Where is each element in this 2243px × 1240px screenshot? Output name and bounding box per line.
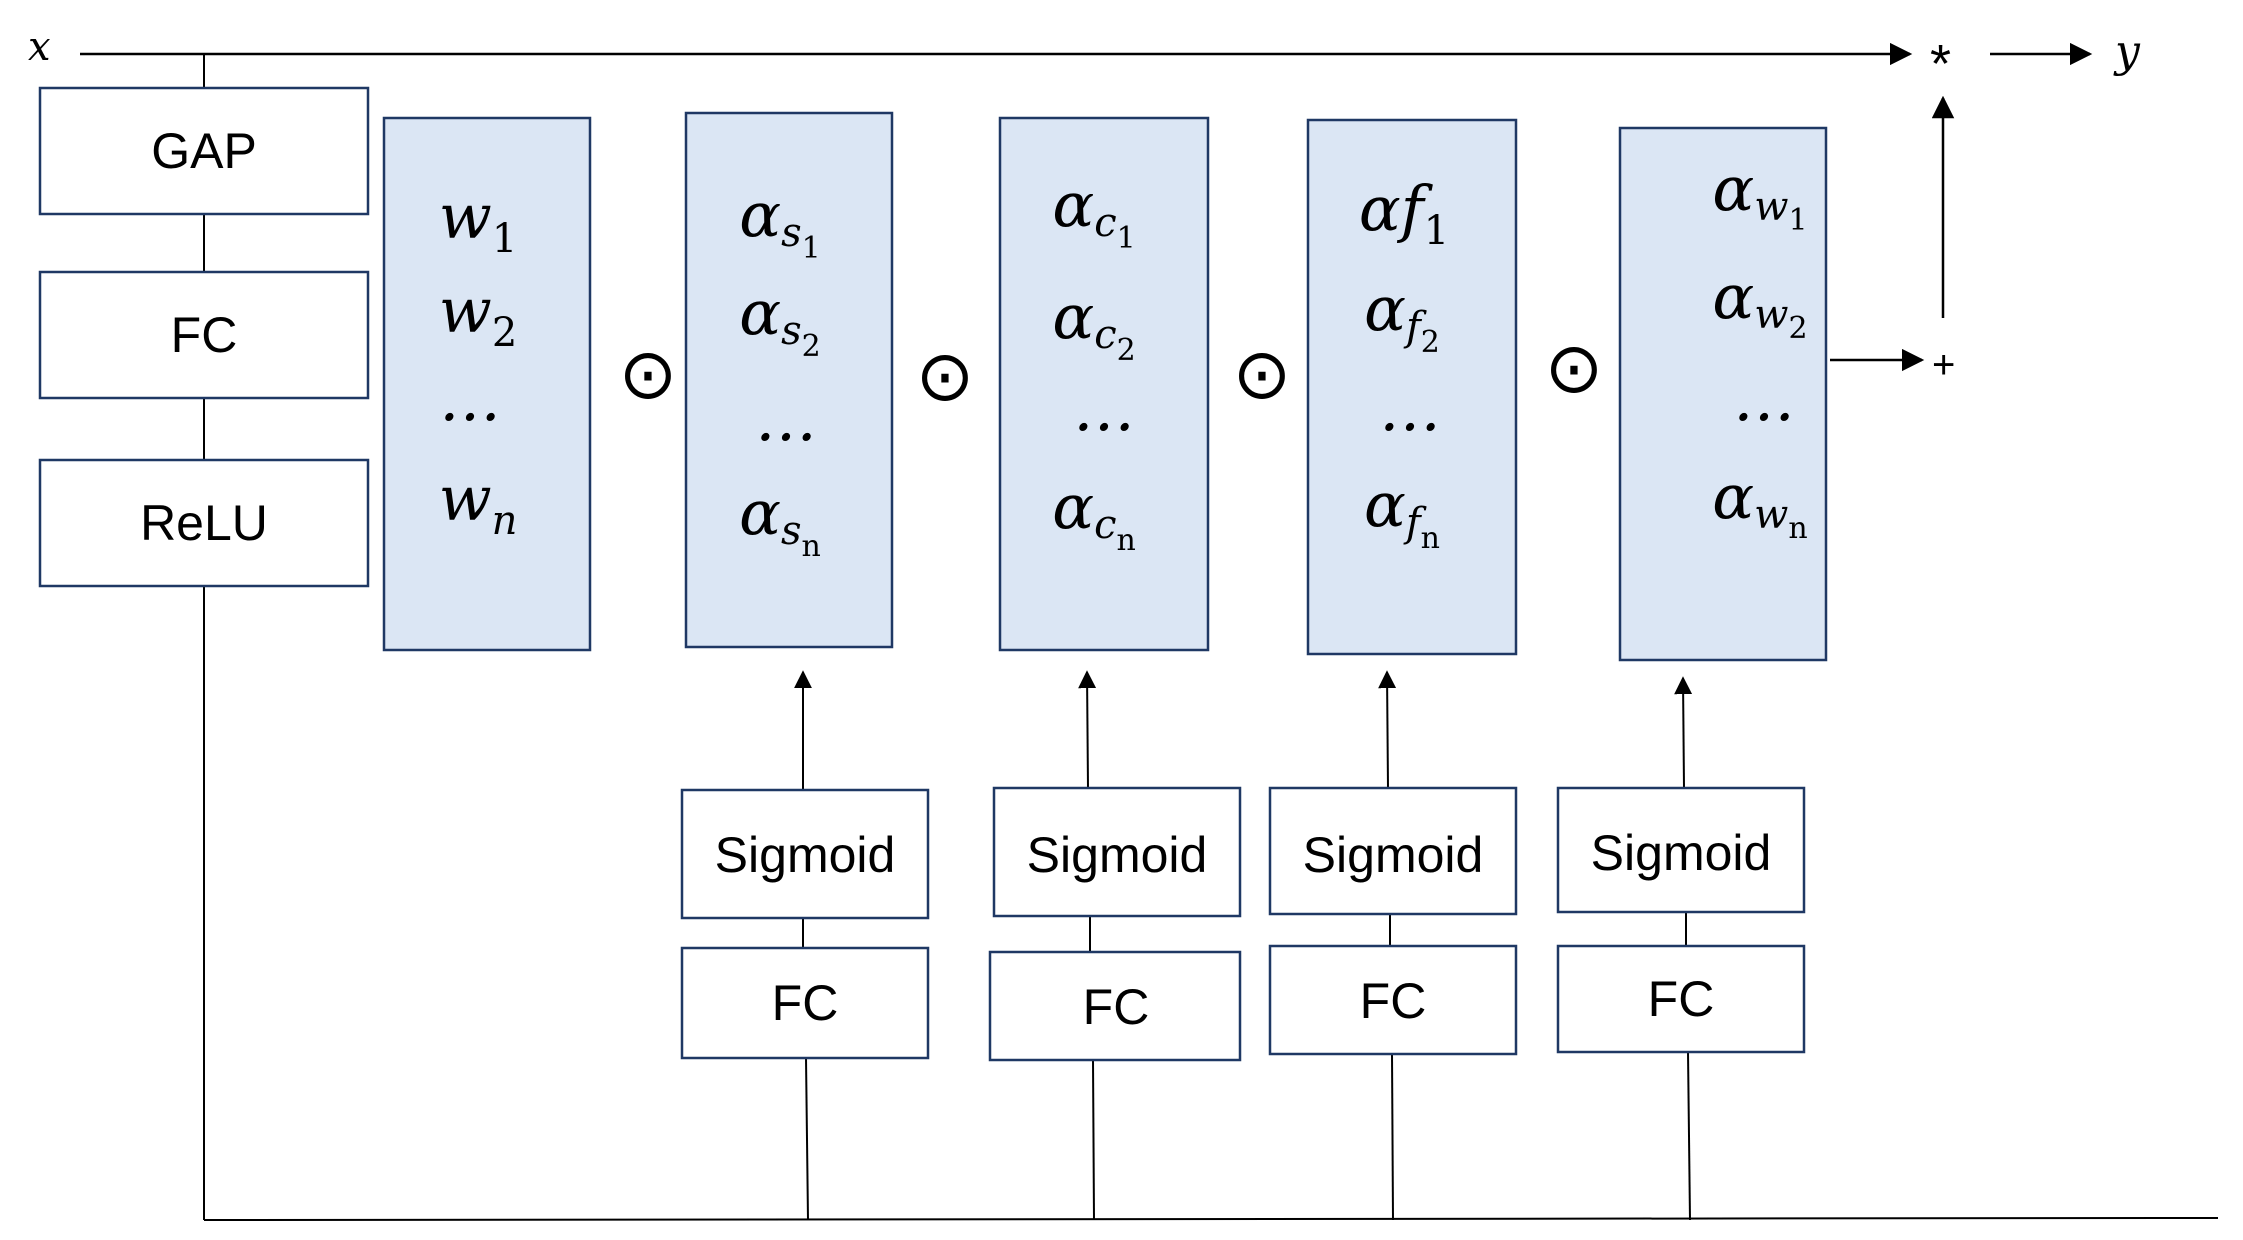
- vector-s-content: αs1 αs2 … αsn: [739, 178, 821, 564]
- bottom-line: [203, 1217, 2219, 1221]
- vector-w-row-2: w2: [439, 274, 518, 356]
- branch-1-sigmoid-box: [680, 788, 930, 920]
- fc-label: FC: [171, 307, 238, 363]
- vector-w-row-3: …: [439, 362, 501, 435]
- vector-c-content: αc1 αc2 … αcn: [1052, 168, 1136, 558]
- vector-f-row-2: αf2: [1364, 272, 1440, 360]
- branch-2-sigmoid-label: Sigmoid: [1027, 827, 1208, 883]
- branch-4-fc-label: FC: [1648, 971, 1715, 1027]
- branch-4-sigmoid-box: [1556, 786, 1806, 914]
- gap-label: GAP: [151, 123, 257, 179]
- vector-wattn-row-2: αw2: [1712, 260, 1807, 346]
- gap-box: [38, 86, 370, 216]
- relu-label: ReLU: [140, 495, 268, 551]
- vector-wattn-content: αw1 αw2 … αwn: [1712, 152, 1807, 546]
- vector-c-row-4: αcn: [1052, 470, 1136, 558]
- vector-s-row-2: αs2: [739, 276, 821, 364]
- branch-3-sigmoid-box: [1268, 786, 1518, 916]
- vector-c-row-2: αc2: [1052, 280, 1135, 368]
- vector-w-row-4: wn: [439, 462, 518, 544]
- vector-f-row-3: …: [1379, 372, 1441, 445]
- vector-c-row-3: …: [1073, 372, 1135, 445]
- branch-4-sigmoid-label: Sigmoid: [1591, 825, 1772, 881]
- vector-f-row-4: αfn: [1364, 468, 1440, 556]
- branch-3-fc-label: FC: [1360, 973, 1427, 1029]
- input-label: x: [28, 24, 51, 70]
- relu-box: [38, 458, 370, 588]
- branch-4-stem: [1687, 1051, 1691, 1221]
- vector-s-row-3: …: [755, 382, 817, 455]
- branch-3-stem: [1391, 1053, 1394, 1221]
- branch-1-fc-label: FC: [772, 975, 839, 1031]
- vector-wattn-row-1: αw1: [1712, 152, 1807, 238]
- vector-w-attention-box: [1618, 126, 1828, 662]
- fc-box: [38, 270, 370, 400]
- branch-3-up-arrow: [1378, 670, 1397, 789]
- branch-3-fc-box: [1268, 944, 1518, 1056]
- output-label: y: [2113, 26, 2141, 77]
- branch-1-fc-box: [680, 946, 930, 1060]
- branch-1-sigmoid-label: Sigmoid: [715, 827, 896, 883]
- hadamard-symbol-2: ⊙: [916, 337, 975, 415]
- vector-c-box: [998, 116, 1210, 652]
- vector-w-content: w1 w2 … wn: [439, 180, 518, 544]
- branch-2-fc-label: FC: [1083, 979, 1150, 1035]
- vector-w-box: [382, 116, 592, 652]
- branch-4-up-arrow: [1674, 676, 1693, 789]
- vector-s-row-1: αs1: [739, 178, 821, 266]
- hadamard-symbol-1: ⊙: [619, 335, 678, 413]
- hadamard-symbol-4: ⊙: [1545, 329, 1604, 407]
- vector-wattn-row-3: …: [1733, 362, 1795, 435]
- branch-3-sigmoid-label: Sigmoid: [1303, 827, 1484, 883]
- vector-s-row-4: αsn: [739, 476, 821, 564]
- vector-f-content: αf1 αf2 … αfn: [1359, 172, 1449, 556]
- multiply-symbol: *: [1930, 34, 1951, 94]
- branch-1-stem: [805, 1057, 809, 1221]
- hadamard-symbol-3: ⊙: [1233, 335, 1292, 413]
- branch-2-sigmoid-box: [992, 786, 1242, 918]
- branch-2-up-arrow: [1078, 670, 1097, 789]
- plus-symbol: +: [1932, 343, 1955, 387]
- vector-w-row-1: w1: [439, 180, 518, 262]
- vector-s-box: [684, 111, 894, 649]
- branch-2-stem: [1092, 1059, 1095, 1221]
- branch-2-fc-box: [988, 950, 1242, 1062]
- vector-f-row-1: αf1: [1359, 172, 1449, 254]
- branch-4-fc-box: [1556, 944, 1806, 1054]
- vector-f-box: [1306, 118, 1518, 656]
- vector-wattn-row-4: αwn: [1712, 460, 1807, 546]
- vector-c-row-1: αc1: [1052, 168, 1135, 256]
